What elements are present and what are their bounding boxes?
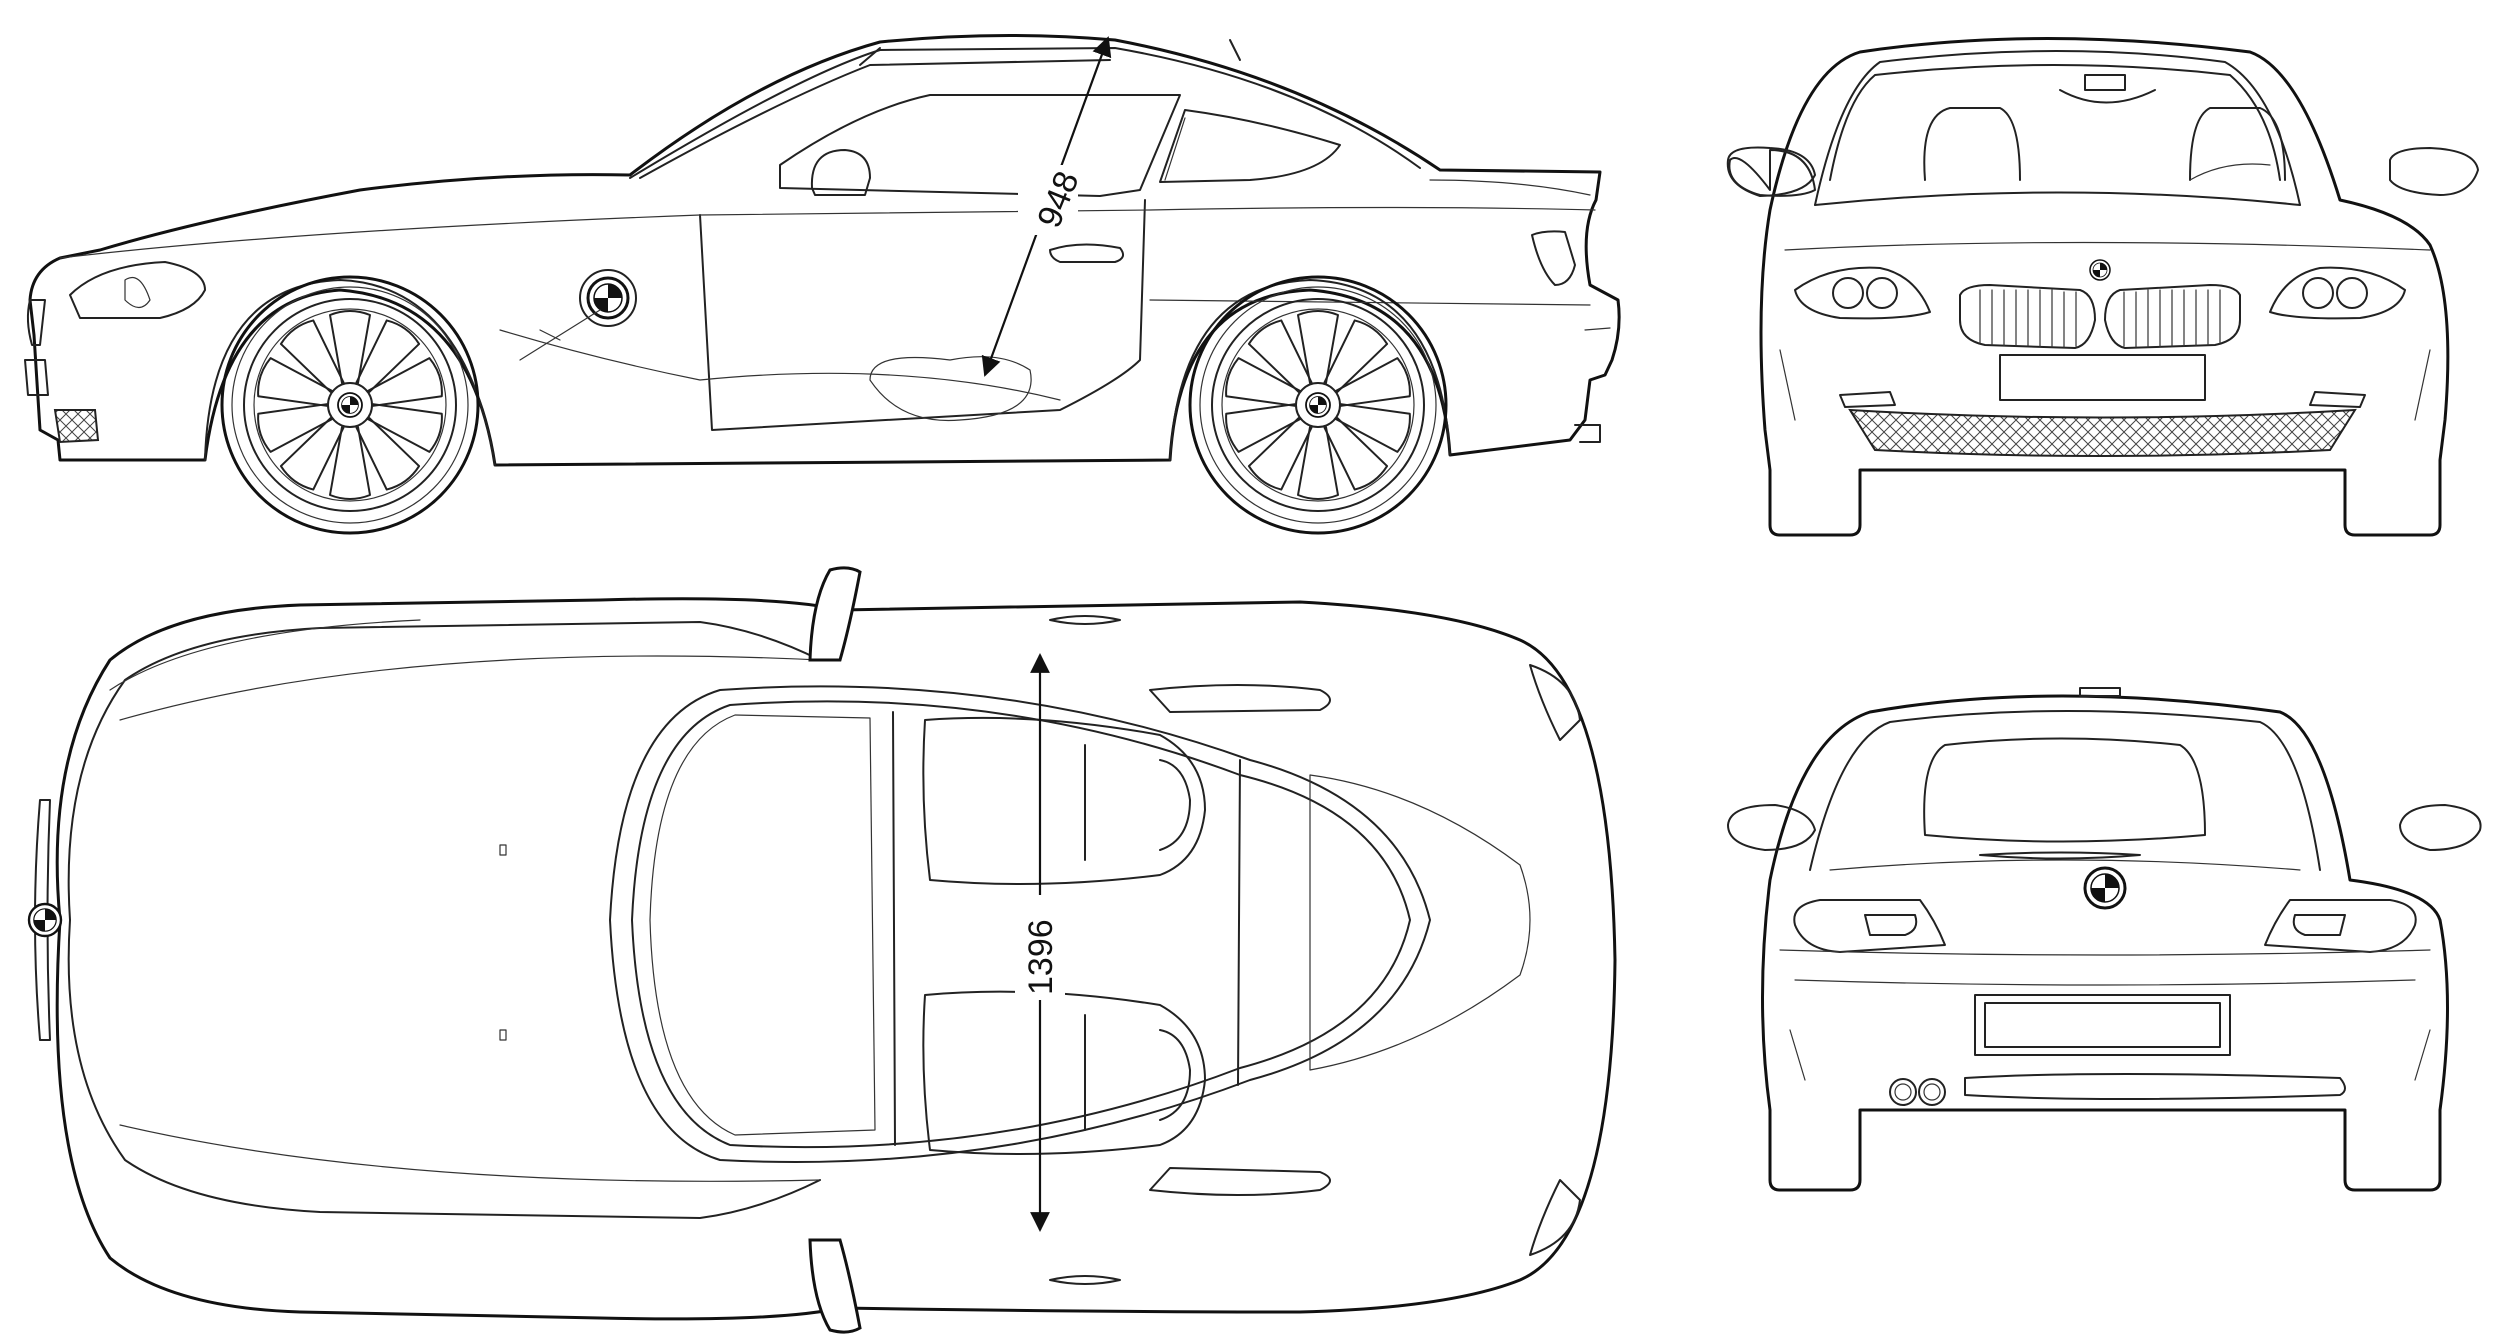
side-view: 948: [24, 33, 1621, 533]
rear-body-outline: [1761, 694, 2449, 1192]
rear-exhaust-right: [1918, 1078, 1946, 1106]
rear-right-taillight: [2264, 899, 2417, 953]
front-lower-intake: [1848, 408, 2357, 457]
top-right-mirror: [808, 1238, 862, 1334]
top-body-outline: [55, 597, 1617, 1321]
top-left-mirror: [808, 566, 862, 662]
side-mirror: [810, 149, 871, 196]
rear-left-taillight: [1793, 899, 1946, 953]
front-body-outline: [1759, 37, 2450, 537]
top-bmw-logo: [27, 902, 63, 938]
side-front-wheel: [222, 277, 478, 533]
side-taillight: [1531, 230, 1576, 286]
side-badge-logo: [586, 276, 630, 320]
front-license-plate: [1999, 354, 2206, 401]
rear-view: [1727, 687, 2482, 1192]
side-window: [779, 94, 1181, 197]
top-left-seat: [922, 716, 1206, 885]
width-dimension-label: 1396: [1022, 919, 1060, 995]
front-left-headlight: [1794, 266, 1931, 320]
side-rear-wheel: [1190, 277, 1446, 533]
front-left-kidney-grille: [1959, 284, 2096, 349]
side-door: [699, 199, 1146, 431]
rear-bmw-logo: [2083, 866, 2127, 910]
rear-window: [1809, 710, 2321, 871]
front-right-kidney-grille: [2104, 284, 2241, 349]
top-canopy: [609, 685, 1431, 1164]
top-view: 1396: [27, 566, 1617, 1334]
top-right-seat: [922, 990, 1206, 1155]
front-bmw-logo: [2089, 259, 2111, 281]
side-headlight: [69, 261, 206, 319]
rear-exhaust-left: [1889, 1078, 1917, 1106]
front-right-headlight: [2269, 266, 2406, 320]
front-view: [1726, 37, 2479, 537]
rear-license-plate: [1984, 1002, 2221, 1048]
